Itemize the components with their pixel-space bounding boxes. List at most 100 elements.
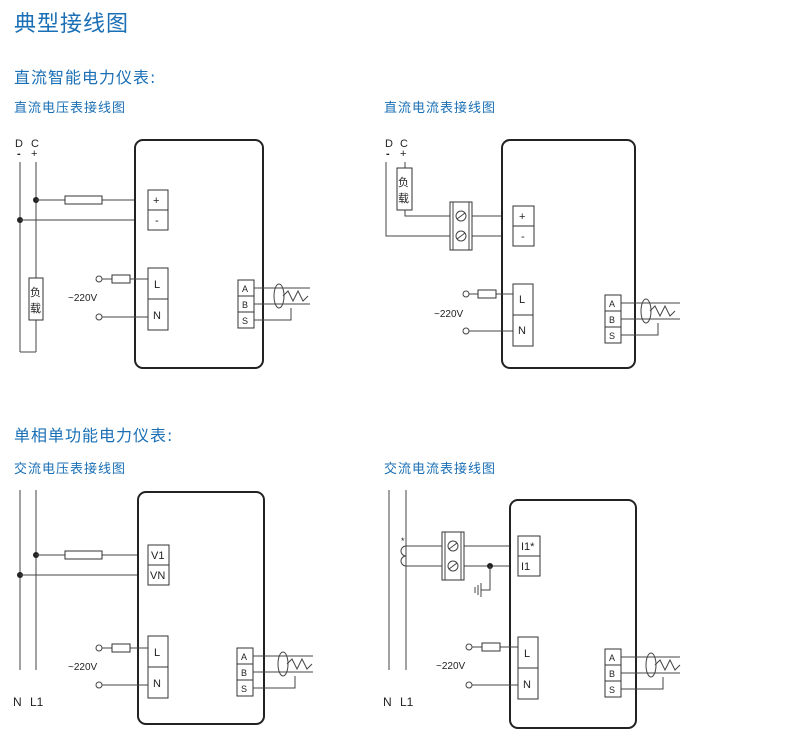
bus-label-l1: L1 (30, 695, 44, 709)
supply-voltage-label: ~220V (434, 309, 464, 320)
comm-block: A B S (604, 294, 680, 344)
load-to-shunt-wire (404, 210, 515, 217)
bus-polarity-plus: + (400, 148, 406, 160)
supply-voltage-label: ~220V (436, 661, 466, 672)
supply-terminal-l (95, 644, 103, 652)
terminal-i1-star-label: I1* (521, 541, 535, 553)
bus-label-l1: L1 (400, 695, 414, 709)
wire-s (621, 677, 664, 690)
terminal-minus (512, 225, 535, 247)
fuse-icon (111, 643, 131, 653)
meter-body (134, 139, 264, 369)
bus-label-c: C (31, 138, 39, 150)
wire-s (253, 676, 296, 689)
shield-icon (645, 652, 657, 678)
shunt-terminal-block (449, 201, 473, 251)
terminal-n-label: N (523, 679, 531, 691)
load-label-2: 载 (30, 302, 41, 315)
shield-icon (273, 283, 285, 309)
screw-slot (456, 232, 466, 240)
fuse-icon (481, 642, 501, 652)
bus-polarity-plus: + (31, 148, 37, 160)
terminal-vn (147, 564, 170, 586)
dc-current-diagram: D C - + 负 载 + - ~220V L N A B S (385, 138, 680, 369)
supply-terminal-l (462, 290, 470, 298)
fuse-icon (64, 550, 103, 560)
terminal-vn-label: VN (150, 570, 165, 582)
wire-s (621, 323, 659, 336)
shunt-block (449, 201, 473, 251)
twisted-pair-icon (286, 657, 313, 671)
supply-terminal-n (462, 327, 470, 335)
bus-label-n: N (13, 695, 22, 709)
twisted-pair-icon (649, 304, 676, 318)
page-title: 典型接线图 (14, 12, 130, 37)
shield-icon (640, 298, 652, 324)
load-box (28, 277, 44, 321)
supply-terminal-n (465, 681, 473, 689)
ac-current-diagram: N L1 * I1* I1 ~220V L N A B S (383, 490, 681, 729)
dc-voltage-diagram: D C - + 负 载 + - ~220V L N A B S (15, 138, 310, 369)
comm-block: A B S (236, 647, 313, 697)
terminal-l-label: L (154, 279, 160, 291)
supply-terminal-l (465, 643, 473, 651)
comm-block: A B S (604, 648, 681, 698)
terminal-s-label: S (609, 331, 615, 341)
terminal-b-label: B (609, 669, 615, 679)
terminal-n (512, 314, 534, 347)
terminal-plus-label: + (153, 195, 159, 207)
terminal-v1-label: V1 (151, 550, 164, 562)
bus-polarity-minus: - (386, 148, 390, 160)
terminal-n (517, 667, 539, 700)
terminal-b-label: B (609, 315, 615, 325)
terminal-s-label: S (241, 684, 247, 694)
bus-label-d: D (385, 138, 393, 150)
ground-wire (481, 566, 491, 591)
current-transformer-icon (400, 545, 407, 567)
diagram-title-dc-voltage: 直流电压表接线图 (14, 101, 127, 116)
terminal-i1 (517, 555, 541, 577)
shunt-terminal-block (441, 531, 465, 581)
section-title-ac: 单相单功能电力仪表: (14, 426, 174, 445)
bus-polarity-minus: - (17, 148, 21, 160)
fuse-icon (111, 274, 131, 284)
fuse-icon (477, 289, 497, 299)
load-label-1: 负 (30, 285, 41, 299)
terminal-minus (147, 209, 169, 231)
bus-label-d: D (15, 138, 23, 150)
ground-icon (474, 583, 482, 597)
terminal-a-label: A (242, 284, 248, 294)
wire-s (254, 308, 292, 321)
terminal-a-label: A (241, 652, 247, 662)
terminal-minus-label: - (155, 215, 159, 227)
screw-slot (448, 542, 458, 550)
diagram-title-ac-voltage: 交流电压表接线图 (14, 462, 127, 477)
terminal-a-label: A (609, 653, 615, 663)
terminal-block (441, 531, 465, 581)
supply-terminal-n (95, 313, 103, 321)
supply-terminal-l (95, 275, 103, 283)
terminal-l-label: L (524, 648, 530, 660)
screw-slot (448, 562, 458, 570)
twisted-pair-icon (282, 289, 309, 303)
terminal-minus-label: - (521, 231, 525, 243)
comm-block: A B S (237, 279, 310, 329)
section-title-dc: 直流智能电力仪表: (14, 68, 157, 87)
load-label-2: 载 (398, 192, 409, 205)
terminal-n-label: N (518, 325, 526, 337)
load-label-1: 负 (398, 175, 409, 189)
fuse-icon (64, 195, 103, 205)
terminal-b-label: B (242, 300, 248, 310)
terminal-plus-label: + (519, 211, 525, 223)
terminal-i1-label: I1 (521, 561, 530, 573)
meter-body (501, 139, 636, 369)
terminal-s-label: S (242, 316, 248, 326)
terminal-n-label: N (153, 310, 161, 322)
terminal-s-label: S (609, 685, 615, 695)
supply-voltage-label: ~220V (68, 293, 98, 304)
supply-voltage-label: ~220V (68, 662, 98, 673)
shield-icon (277, 651, 289, 677)
diagram-title-dc-current: 直流电流表接线图 (384, 101, 497, 116)
terminal-a-label: A (609, 299, 615, 309)
screw-slot (456, 212, 466, 220)
